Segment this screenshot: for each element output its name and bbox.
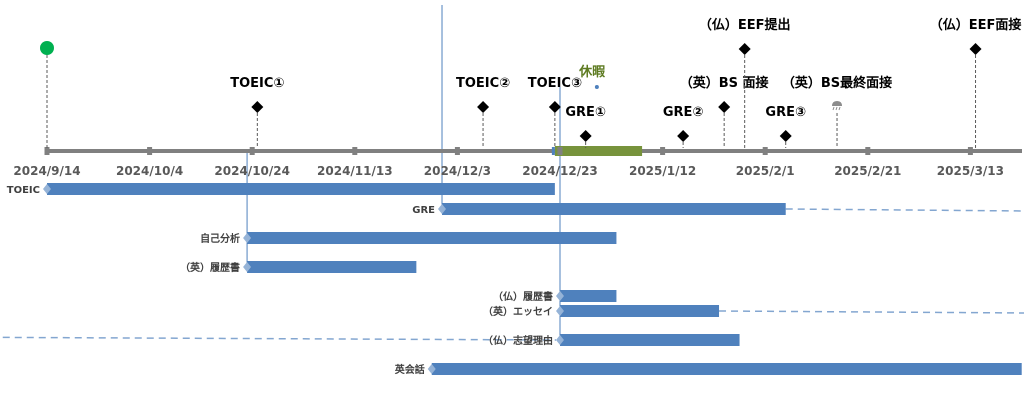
vacation-period-bar xyxy=(554,146,643,156)
task-label: 自己分析 xyxy=(200,232,240,245)
task-bar xyxy=(47,183,555,195)
axis-tick-label: 2025/3/13 xyxy=(937,164,1004,178)
milestone: TOEIC② xyxy=(456,76,510,148)
axis-tick-label: 2025/2/1 xyxy=(736,164,795,178)
axis-tick-label: 2025/2/21 xyxy=(834,164,901,178)
task-bar xyxy=(247,261,417,273)
task-start-marker xyxy=(427,364,436,374)
task-row: （英）エッセイ xyxy=(483,305,1024,318)
milestone-diamond xyxy=(779,130,792,142)
milestone-diamond xyxy=(477,101,490,113)
task-row: GRE xyxy=(412,203,1024,216)
milestone-diamond xyxy=(738,43,751,55)
milestone: GRE③ xyxy=(765,105,806,148)
task-label: （仏）志望理由 xyxy=(483,334,553,347)
axis-tick xyxy=(865,147,871,155)
rain-cloud-icon xyxy=(832,101,843,106)
task-bar xyxy=(560,290,617,302)
milestone-diamond xyxy=(579,130,592,142)
raindrop-icon xyxy=(838,106,841,111)
task-bar xyxy=(442,203,786,215)
milestone-label: GRE② xyxy=(663,105,704,120)
task-row: TOEIC xyxy=(7,183,555,196)
task-start-marker xyxy=(243,233,252,243)
milestone: GRE① xyxy=(565,105,606,148)
task-start-marker xyxy=(243,262,252,272)
milestone-label: （英）BS最終面接 xyxy=(782,75,892,91)
axis-tick xyxy=(44,147,50,155)
milestone-diamond xyxy=(251,101,264,113)
task-bar xyxy=(560,334,740,346)
axis-tick xyxy=(352,147,358,155)
milestone: （英）BS 面接 xyxy=(680,75,769,148)
milestone-label: GRE③ xyxy=(765,105,806,120)
task-bar xyxy=(431,363,1022,375)
task-label: GRE xyxy=(412,205,435,216)
task-start-marker xyxy=(556,306,564,316)
task-label: （仏）履歴書 xyxy=(493,290,553,303)
axis-tick-label: 2025/1/12 xyxy=(629,164,696,178)
connector-lines xyxy=(246,5,561,340)
raindrop-icon xyxy=(832,106,835,111)
milestone-label: TOEIC② xyxy=(456,76,510,91)
task-continuation-line xyxy=(785,208,1024,212)
timeline-axis: 2024/9/14 2024/10/4 2024/10/24 2024/11/13 20… xyxy=(13,146,1022,178)
task-label: TOEIC xyxy=(7,185,40,196)
task-bar xyxy=(247,232,617,244)
task-label: （英）履歴書 xyxy=(180,261,240,274)
start-marker-dot xyxy=(40,41,54,55)
milestone-label: GRE① xyxy=(565,105,606,120)
vacation-label: 休暇 xyxy=(578,64,605,80)
milestone: TOEIC① xyxy=(230,76,284,148)
task-start-marker xyxy=(438,204,447,214)
task-start-marker xyxy=(43,184,51,194)
task-continuation-line xyxy=(719,310,1024,314)
milestone-label: TOEIC③ xyxy=(528,76,582,91)
task-bar xyxy=(560,305,720,317)
task-row: 英会話 xyxy=(394,363,1022,376)
task-start-marker xyxy=(556,291,564,301)
task-label: （英）エッセイ xyxy=(483,305,553,318)
axis-tick-label: 2024/9/14 xyxy=(13,164,80,178)
milestone: GRE② xyxy=(663,105,704,148)
milestone: （仏）EEF提出 xyxy=(699,17,791,148)
axis-tick xyxy=(249,147,255,155)
task-row: （仏）志望理由 xyxy=(0,334,740,347)
task-continuation-line xyxy=(0,336,557,341)
axis-tick xyxy=(147,147,153,155)
milestones: 休暇 TOEIC① TOEIC② TOEIC③ GRE① GRE② （英）BS 面接 （仏）E… xyxy=(40,17,1021,149)
axis-tick-label: 2024/11/13 xyxy=(317,164,393,178)
vacation-start-marker xyxy=(551,147,555,155)
raindrop-icon xyxy=(835,106,838,111)
axis-tick xyxy=(762,147,768,155)
task-row: （仏）履歴書 xyxy=(493,290,617,303)
task-row: 自己分析 xyxy=(200,232,617,245)
task-bars: TOEIC GRE 自己分析 （英）履歴書 （仏）履歴書 （英）エッセイ （仏）志望理由英会… xyxy=(0,183,1024,376)
milestone: （英）BS最終面接 xyxy=(782,75,892,148)
axis-tick xyxy=(557,147,563,155)
milestone-label: （仏）EEF提出 xyxy=(699,17,791,33)
milestone-label: （仏）EEF面接 xyxy=(930,17,1022,33)
milestone-diamond xyxy=(548,101,561,113)
axis-tick xyxy=(967,147,973,155)
axis-tick-label: 2024/10/4 xyxy=(116,164,183,178)
milestone-diamond xyxy=(718,101,731,113)
axis-tick-label: 2024/10/24 xyxy=(214,164,290,178)
axis-tick-label: 2024/12/23 xyxy=(522,164,598,178)
milestone-label: TOEIC① xyxy=(230,76,284,91)
task-label: 英会話 xyxy=(394,363,425,376)
milestone: （仏）EEF面接 xyxy=(930,17,1022,148)
milestone-label: （英）BS 面接 xyxy=(680,75,769,91)
axis-tick-label: 2024/12/3 xyxy=(424,164,491,178)
axis-tick xyxy=(454,147,460,155)
milestone-diamond xyxy=(677,130,690,142)
task-row: （英）履歴書 xyxy=(180,261,417,274)
axis-tick xyxy=(660,147,666,155)
task-start-marker xyxy=(556,335,564,345)
milestone: TOEIC③ xyxy=(528,76,582,148)
vacation-label-dot xyxy=(594,85,599,89)
milestone-diamond xyxy=(969,43,982,55)
